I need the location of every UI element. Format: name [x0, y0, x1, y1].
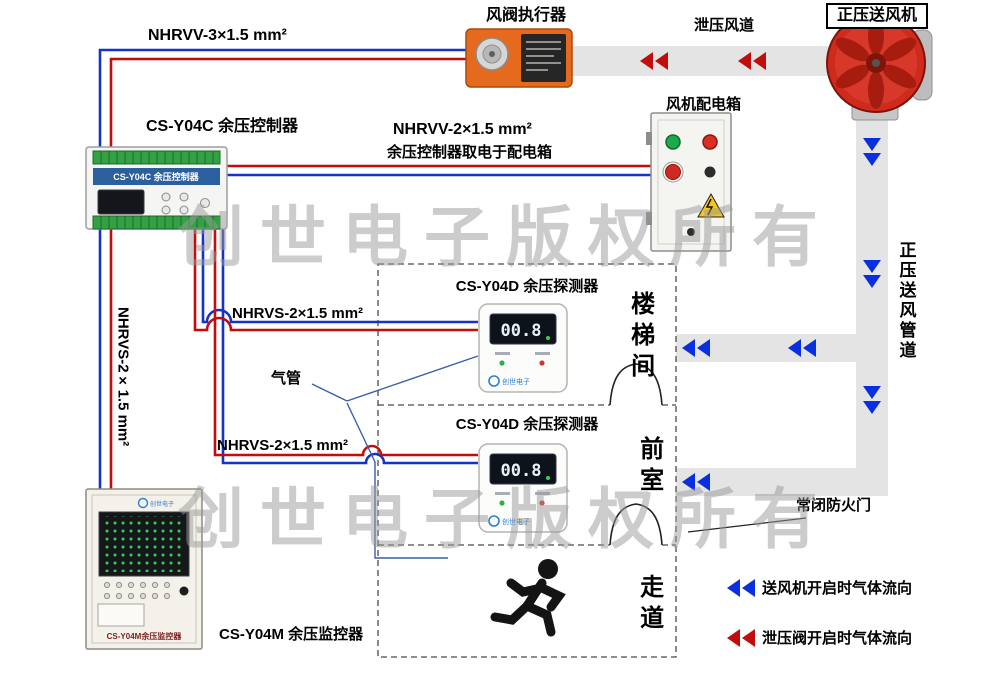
controller-buttons: [161, 192, 210, 215]
detector2-brand: 创世电子: [502, 517, 530, 526]
detector2-device: 00.8 创世电子: [478, 443, 568, 533]
door-arc-front-room: [609, 503, 663, 546]
monitor-label: CS-Y04M 余压监控器: [219, 626, 364, 643]
power-note-label: 余压控制器取电于配电箱: [387, 144, 553, 161]
relief-duct-label: 泄压风道: [694, 17, 755, 34]
detector1-device: 00.8 创世电子: [478, 303, 568, 393]
control-knob: [704, 166, 716, 178]
controller-band-text: CS-Y04C 余压控制器: [113, 171, 200, 182]
wire-detector2-blue: [221, 228, 478, 465]
supply-fan-device: [826, 13, 933, 121]
air-tube-detector1: [346, 355, 479, 402]
supply-duct-label: 正压送风管道: [896, 241, 916, 361]
hinge: [646, 212, 652, 225]
red-led: [539, 500, 545, 506]
controller-label: CS-Y04C 余压控制器: [146, 118, 299, 135]
detector1-lcd: [489, 313, 557, 345]
fire-door-label: 常闭防火门: [796, 497, 872, 514]
wire-actuator-blue: [98, 48, 467, 148]
air-tube-label: 气管: [271, 370, 302, 387]
room-label-stairwell: 楼梯间: [626, 291, 654, 384]
cable-label-power: NHRVV-2×1.5 mm²: [393, 121, 532, 138]
legend-relief-label: 泄压阀开启时气体流向: [762, 630, 913, 647]
brand-logo-icon: [137, 497, 149, 509]
monitor-buttons: [103, 581, 171, 600]
air-tube-leader: [311, 383, 348, 402]
cabinet-lock: [687, 228, 695, 236]
wire-detector2-red: [213, 228, 478, 457]
room-label-front-room: 前室: [635, 436, 663, 498]
brand-logo-icon: [488, 515, 500, 527]
red-led: [539, 360, 545, 366]
cabinet-lock: [179, 586, 189, 596]
legend-arrows: [727, 579, 755, 647]
stop-button: [665, 164, 681, 180]
hinge: [646, 132, 652, 145]
dist-box-label: 风机配电箱: [666, 96, 742, 113]
wire-actuator-red: [109, 57, 467, 148]
wiring: [98, 48, 651, 489]
room-label-corridor: 走道: [635, 574, 663, 636]
damper-actuator-device: [465, 28, 573, 88]
door-arc-stairwell: [609, 363, 663, 406]
fan-label: 正压送风机: [826, 3, 929, 30]
detector2-value: 00.8: [501, 461, 542, 481]
air-ducts: [560, 46, 888, 496]
detector2-title: CS-Y04D 余压探测器: [455, 416, 599, 433]
air-tube-corridor: [346, 402, 448, 559]
cable-label-actuator: NHRVV-3×1.5 mm²: [148, 27, 287, 44]
monitor-brand: 创世电子: [150, 500, 174, 508]
legend-relief-arrow-icon: [727, 629, 755, 647]
supply-branch-front-room: [676, 468, 888, 496]
wire-detector1-red: [193, 228, 478, 332]
detector1-brand: 创世电子: [502, 377, 530, 386]
detector1-value: 00.8: [501, 321, 542, 341]
fire-door-leader-line: [687, 517, 807, 533]
wire-detector1-blue: [201, 228, 478, 324]
warning-triangle-icon: [697, 192, 725, 218]
green-led: [499, 360, 505, 366]
supply-duct-vertical-run: [856, 100, 888, 496]
red-wires: [109, 57, 651, 489]
document-pocket: [97, 603, 145, 627]
monitor-panel-text: CS-Y04M余压监控器: [107, 631, 183, 641]
green-indicator-light: [665, 134, 681, 150]
cable-label-detector1: NHRVS-2×1.5 mm²: [232, 305, 364, 322]
blue-wires: [98, 48, 651, 489]
legend-supply-label: 送风机开启时气体流向: [762, 580, 913, 597]
red-indicator-light: [702, 134, 718, 150]
legend-supply-arrow-icon: [727, 579, 755, 597]
cable-label-detector2: NHRVS-2×1.5 mm²: [217, 437, 349, 454]
controller-band: [93, 168, 220, 185]
relief-duct: [560, 46, 860, 76]
detector1-title: CS-Y04D 余压探测器: [455, 278, 599, 295]
supply-branch-stairwell: [676, 334, 888, 362]
running-person-icon: [490, 559, 566, 637]
controller-device: CS-Y04C 余压控制器: [85, 146, 228, 230]
door-symbols: [609, 363, 807, 546]
controller-lcd: [97, 189, 145, 215]
room-boundaries: [377, 263, 677, 658]
actuator-label-panel: [521, 34, 566, 82]
brand-logo-icon: [488, 375, 500, 387]
actuator-label: 风阀执行器: [486, 7, 567, 24]
cable-label-monitor: NHRVS-2×1.5 mm²: [114, 307, 132, 447]
power-distribution-box: [646, 112, 732, 252]
rooms-outline: [377, 263, 677, 658]
detector2-lcd: [489, 453, 557, 485]
green-led: [499, 500, 505, 506]
monitor-device: 创世电子 CS-Y04M余压监控器: [85, 488, 203, 650]
air-tubes: [311, 355, 479, 559]
